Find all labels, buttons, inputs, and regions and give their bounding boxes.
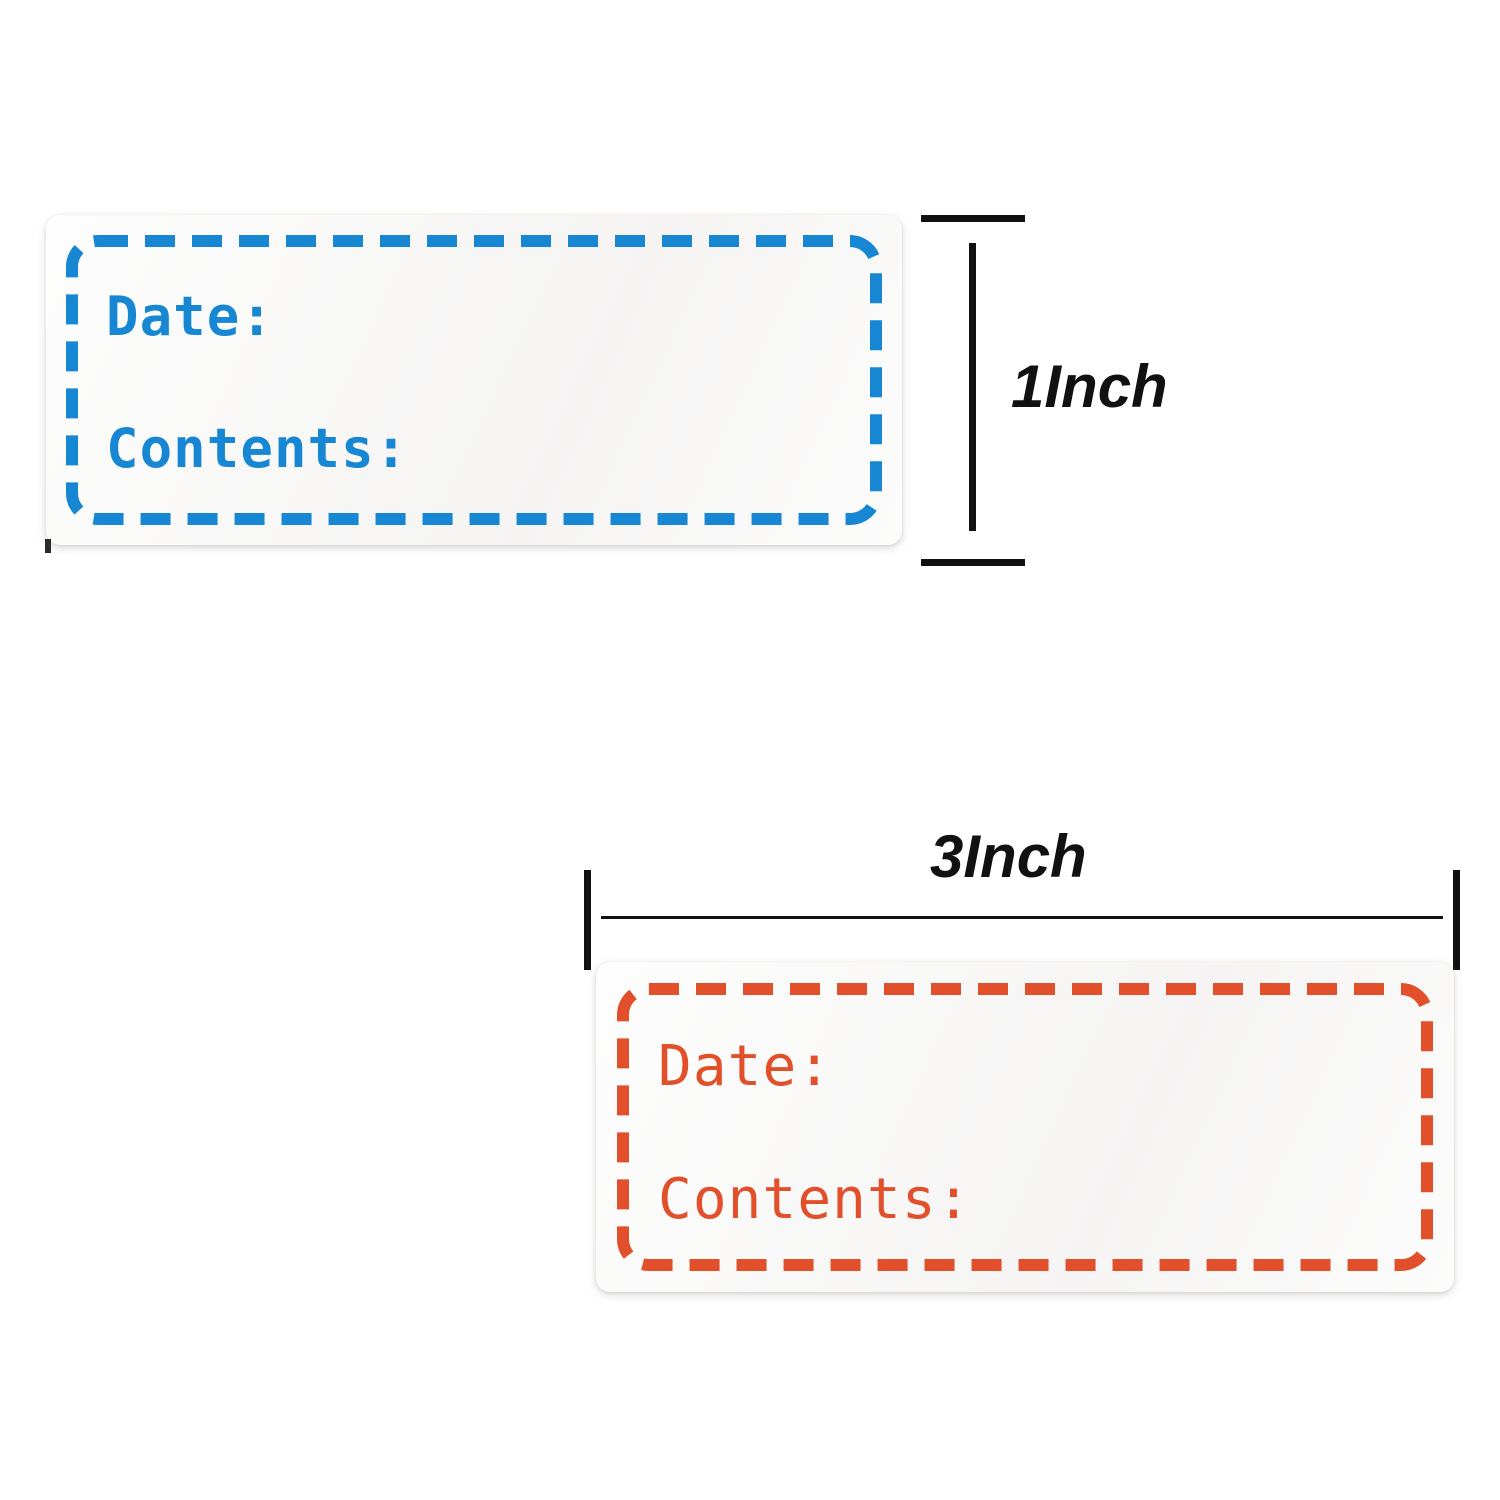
height-dimension-top-cap — [921, 215, 1025, 222]
height-dimension-label: 1Inch — [1011, 353, 1168, 420]
height-dimension-bottom-cap — [921, 559, 1025, 566]
width-dimension-label: 3Inch — [930, 823, 1087, 890]
red-dashed-border-icon — [617, 983, 1433, 1271]
width-dimension-rule — [601, 916, 1443, 919]
blue-label-date-field: Date: — [106, 285, 274, 348]
height-dimension-rule — [969, 243, 976, 531]
registration-tick-mark — [45, 539, 51, 553]
red-label-date-field: Date: — [658, 1034, 833, 1099]
width-dimension-left-cap — [584, 870, 591, 970]
blue-dashed-border-icon — [66, 235, 882, 525]
blue-label-sticker: Date: Contents: — [46, 215, 902, 545]
red-label-contents-field: Contents: — [658, 1167, 972, 1232]
width-dimension-right-cap — [1453, 870, 1460, 970]
red-label-sticker: Date: Contents: — [596, 962, 1454, 1292]
blue-label-contents-field: Contents: — [106, 417, 409, 480]
